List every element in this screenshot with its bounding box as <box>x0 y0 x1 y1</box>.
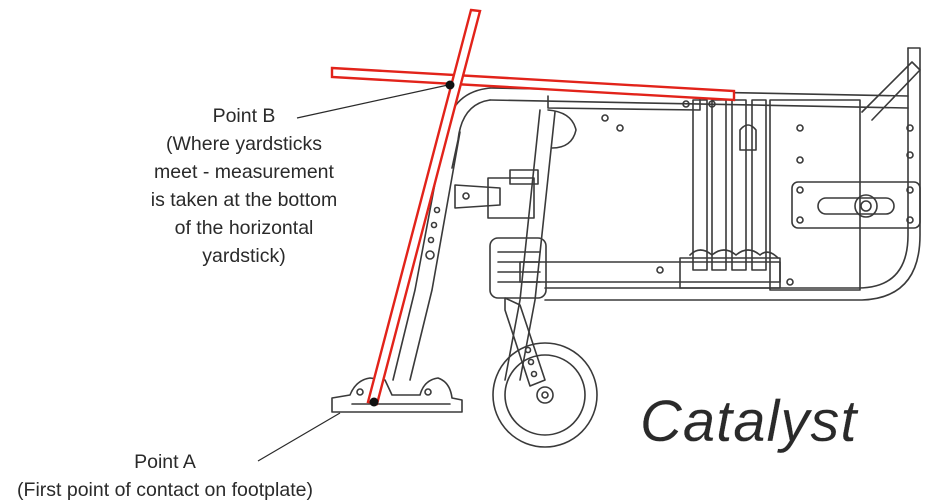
lower-frame-tube <box>519 261 781 283</box>
point-a-marker <box>369 397 379 407</box>
point-b-line-2: meet - measurement <box>154 161 334 183</box>
clamp-assembly <box>454 109 577 219</box>
footplate <box>331 377 463 413</box>
point-b-line-4: of the horizontal <box>174 217 314 239</box>
point-b-title: Point B <box>212 105 276 127</box>
adjustment-plate <box>791 181 921 229</box>
seat-rail <box>547 95 701 111</box>
point-b-line-5: yardstick) <box>202 245 286 267</box>
seat-adjust-slats <box>679 99 781 289</box>
caster-wheel <box>492 342 598 448</box>
leader-line-b <box>296 84 449 119</box>
caster-fork <box>489 237 547 387</box>
point-a-title: Point A <box>134 451 196 473</box>
front-hanger <box>392 109 556 381</box>
point-b-line-1: (Where yardsticks <box>165 133 323 155</box>
back-plate <box>769 99 861 291</box>
point-b-label: Point B (Where yardsticks meet - measure… <box>136 102 352 270</box>
point-b-marker <box>445 80 455 90</box>
horizontal-yardstick <box>330 66 736 102</box>
frame-bolts <box>601 100 914 286</box>
leader-line-a <box>257 412 341 462</box>
point-a-label: Point A (First point of contact on footp… <box>0 448 330 504</box>
point-a-line-1: (First point of contact on footplate) <box>17 479 313 501</box>
point-b-line-3: is taken at the bottom <box>150 189 338 211</box>
brand-wordmark: Catalyst <box>640 389 858 454</box>
